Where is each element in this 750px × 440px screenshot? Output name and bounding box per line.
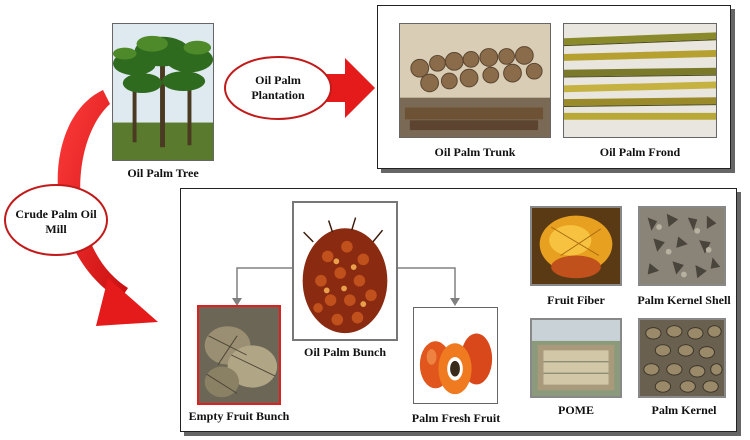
plantation-ellipse [224,56,332,120]
palm-kernel-photo [638,318,726,398]
oil-palm-bunch-photo [292,201,398,341]
palm-kernel-shell-label: Palm Kernel Shell [637,293,731,307]
empty-fruit-bunch-label: Empty Fruit Bunch [188,409,290,423]
oil-palm-bunch-label: Oil Palm Bunch [303,345,386,359]
plantation-label: Oil Palm Plantation [251,73,305,102]
palm-fresh-fruit-photo [413,307,498,404]
palm-fresh-fruit-label: Palm Fresh Fruit [411,411,501,425]
pome-photo [530,318,622,398]
oil-palm-frond-label: Oil Palm Frond [599,145,681,159]
oil-palm-frond-photo [563,23,717,138]
oil-palm-trunk-label: Oil Palm Trunk [434,145,516,159]
oil-palm-trunk-photo [399,23,551,138]
crude-mill-ellipse [4,184,108,256]
oil-palm-tree-label: Oil Palm Tree [127,166,199,180]
pome-label: POME [558,403,594,417]
fruit-fiber-label: Fruit Fiber [547,293,605,307]
crude-mill-label: Crude Palm Oil Mill [15,207,97,236]
empty-fruit-bunch-photo [197,305,281,405]
palm-kernel-shell-photo [638,206,726,286]
fruit-fiber-photo [530,206,622,286]
curved-arrow-head [96,278,158,326]
oil-palm-tree-photo [112,23,214,161]
palm-kernel-label: Palm Kernel [651,403,717,417]
